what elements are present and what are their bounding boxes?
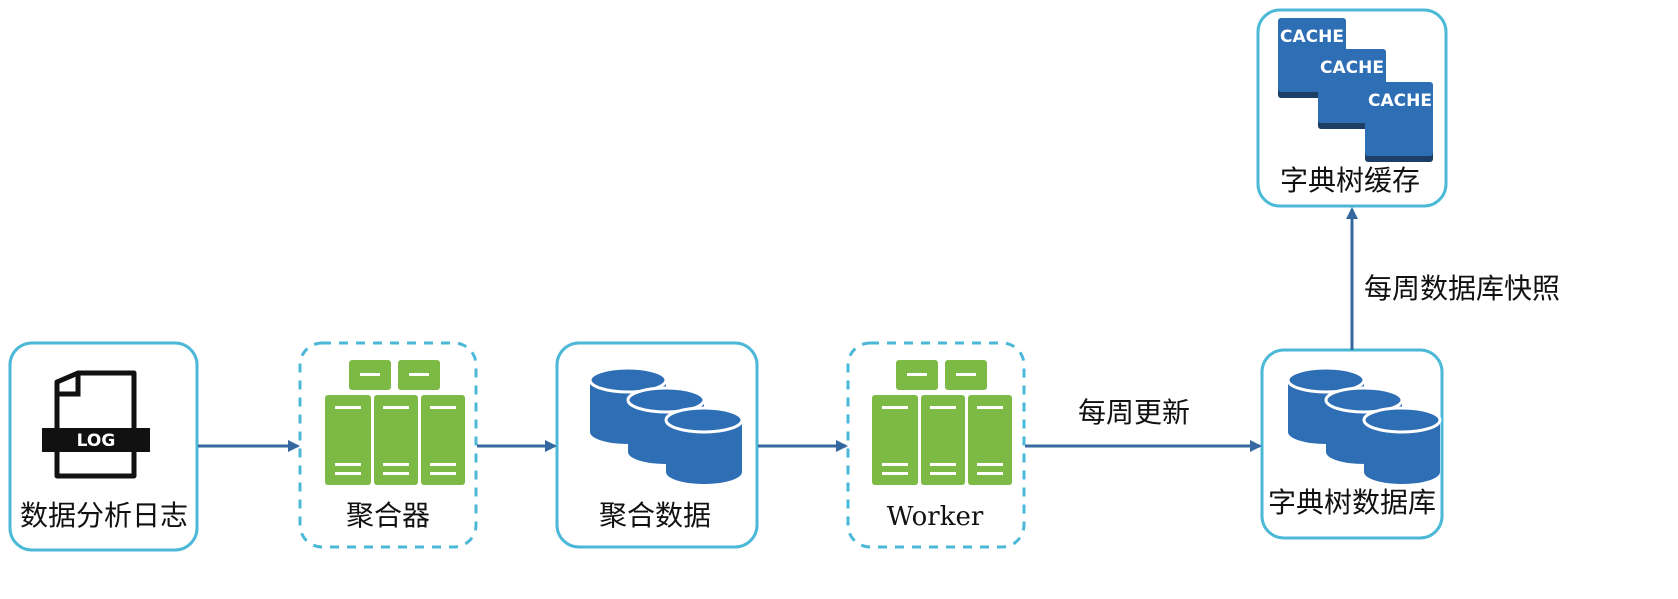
- node-label-worker: Worker: [887, 502, 984, 532]
- node-trie-database[interactable]: 字典树数据库: [1260, 348, 1444, 540]
- node-aggregator[interactable]: 聚合器: [298, 341, 478, 549]
- node-aggregated-data[interactable]: 聚合数据: [555, 341, 759, 549]
- cache-label-2: CACHE: [1320, 58, 1384, 78]
- edge-worker-to-trie-database: 每周更新: [1025, 396, 1262, 452]
- cache-icon: CACHE CACHE CACHE: [1278, 18, 1433, 162]
- edge-label-weekly-snapshot: 每周数据库快照: [1364, 272, 1560, 305]
- node-trie-cache[interactable]: CACHE CACHE CACHE 字典树缓存: [1256, 8, 1448, 208]
- node-worker[interactable]: Worker: [846, 341, 1026, 549]
- node-label-aggregated-data: 聚合数据: [599, 499, 711, 532]
- node-label-aggregator: 聚合器: [346, 499, 430, 532]
- edge-label-weekly-update: 每周更新: [1078, 396, 1190, 429]
- node-analytics-log[interactable]: LOG 数据分析日志: [8, 341, 199, 552]
- cache-label-3: CACHE: [1368, 91, 1432, 111]
- cache-label-1: CACHE: [1280, 27, 1344, 47]
- log-file-icon: LOG: [42, 370, 150, 479]
- edge-trie-database-to-trie-cache: 每周数据库快照: [1346, 207, 1560, 350]
- log-icon-text: LOG: [77, 431, 116, 451]
- node-label-analytics-log: 数据分析日志: [20, 499, 188, 532]
- node-label-trie-cache: 字典树缓存: [1280, 164, 1420, 197]
- node-label-trie-database: 字典树数据库: [1268, 486, 1436, 519]
